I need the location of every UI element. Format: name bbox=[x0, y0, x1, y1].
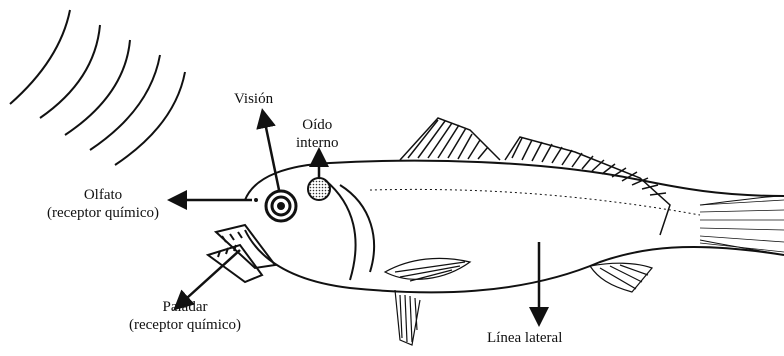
smell-label-line2: (receptor químico) bbox=[38, 204, 168, 222]
tail-fin bbox=[700, 200, 784, 252]
anal-fin bbox=[590, 263, 652, 292]
inner-ear-label-line2: interno bbox=[296, 134, 339, 152]
fish-mouth bbox=[208, 225, 275, 282]
nostril bbox=[254, 198, 258, 202]
inner-ear-label: Oído interno bbox=[296, 116, 339, 152]
dorsal-fin-front bbox=[400, 118, 500, 160]
inner-ear bbox=[308, 178, 330, 200]
sound-waves bbox=[10, 10, 185, 165]
smell-label: Olfato (receptor químico) bbox=[38, 186, 168, 222]
eye bbox=[266, 191, 296, 221]
inner-ear-label-line1: Oído bbox=[296, 116, 339, 134]
taste-label-line1: Paladar bbox=[115, 298, 255, 316]
dorsal-fin-rear bbox=[505, 137, 670, 235]
pectoral-fin bbox=[385, 258, 470, 281]
lateral-line-label: Línea lateral bbox=[487, 329, 562, 347]
pelvic-fin bbox=[395, 290, 420, 345]
taste-label-line2: (receptor químico) bbox=[115, 316, 255, 334]
smell-label-line1: Olfato bbox=[38, 186, 168, 204]
vision-label: Visión bbox=[234, 90, 273, 108]
taste-label: Paladar (receptor químico) bbox=[115, 298, 255, 334]
